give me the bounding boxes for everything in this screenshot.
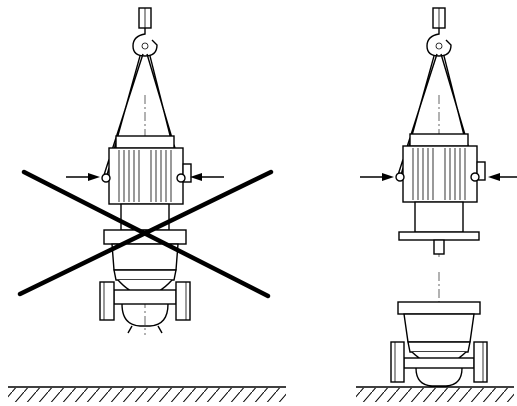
- pump-housing-icon: [99, 229, 191, 334]
- lifting-eye: [395, 172, 405, 182]
- crane-hook-icon: [426, 7, 452, 57]
- force-arrow-icon: [66, 173, 224, 181]
- panel-correct-lifting: [356, 7, 517, 402]
- ground-hatch-icon: [8, 386, 286, 402]
- crane-hook-icon: [132, 7, 158, 57]
- motor-icon: [101, 135, 192, 231]
- panel-incorrect-lifting: [8, 7, 286, 402]
- lifting-eye: [101, 173, 111, 183]
- force-arrow-icon: [360, 173, 517, 181]
- cross-out-icon: [17, 169, 274, 299]
- ground-hatch-icon: [356, 386, 514, 402]
- motor-icon: [395, 133, 486, 255]
- lifting-eye: [176, 173, 186, 183]
- pump-housing-icon: [390, 301, 488, 387]
- lifting-eye: [470, 172, 480, 182]
